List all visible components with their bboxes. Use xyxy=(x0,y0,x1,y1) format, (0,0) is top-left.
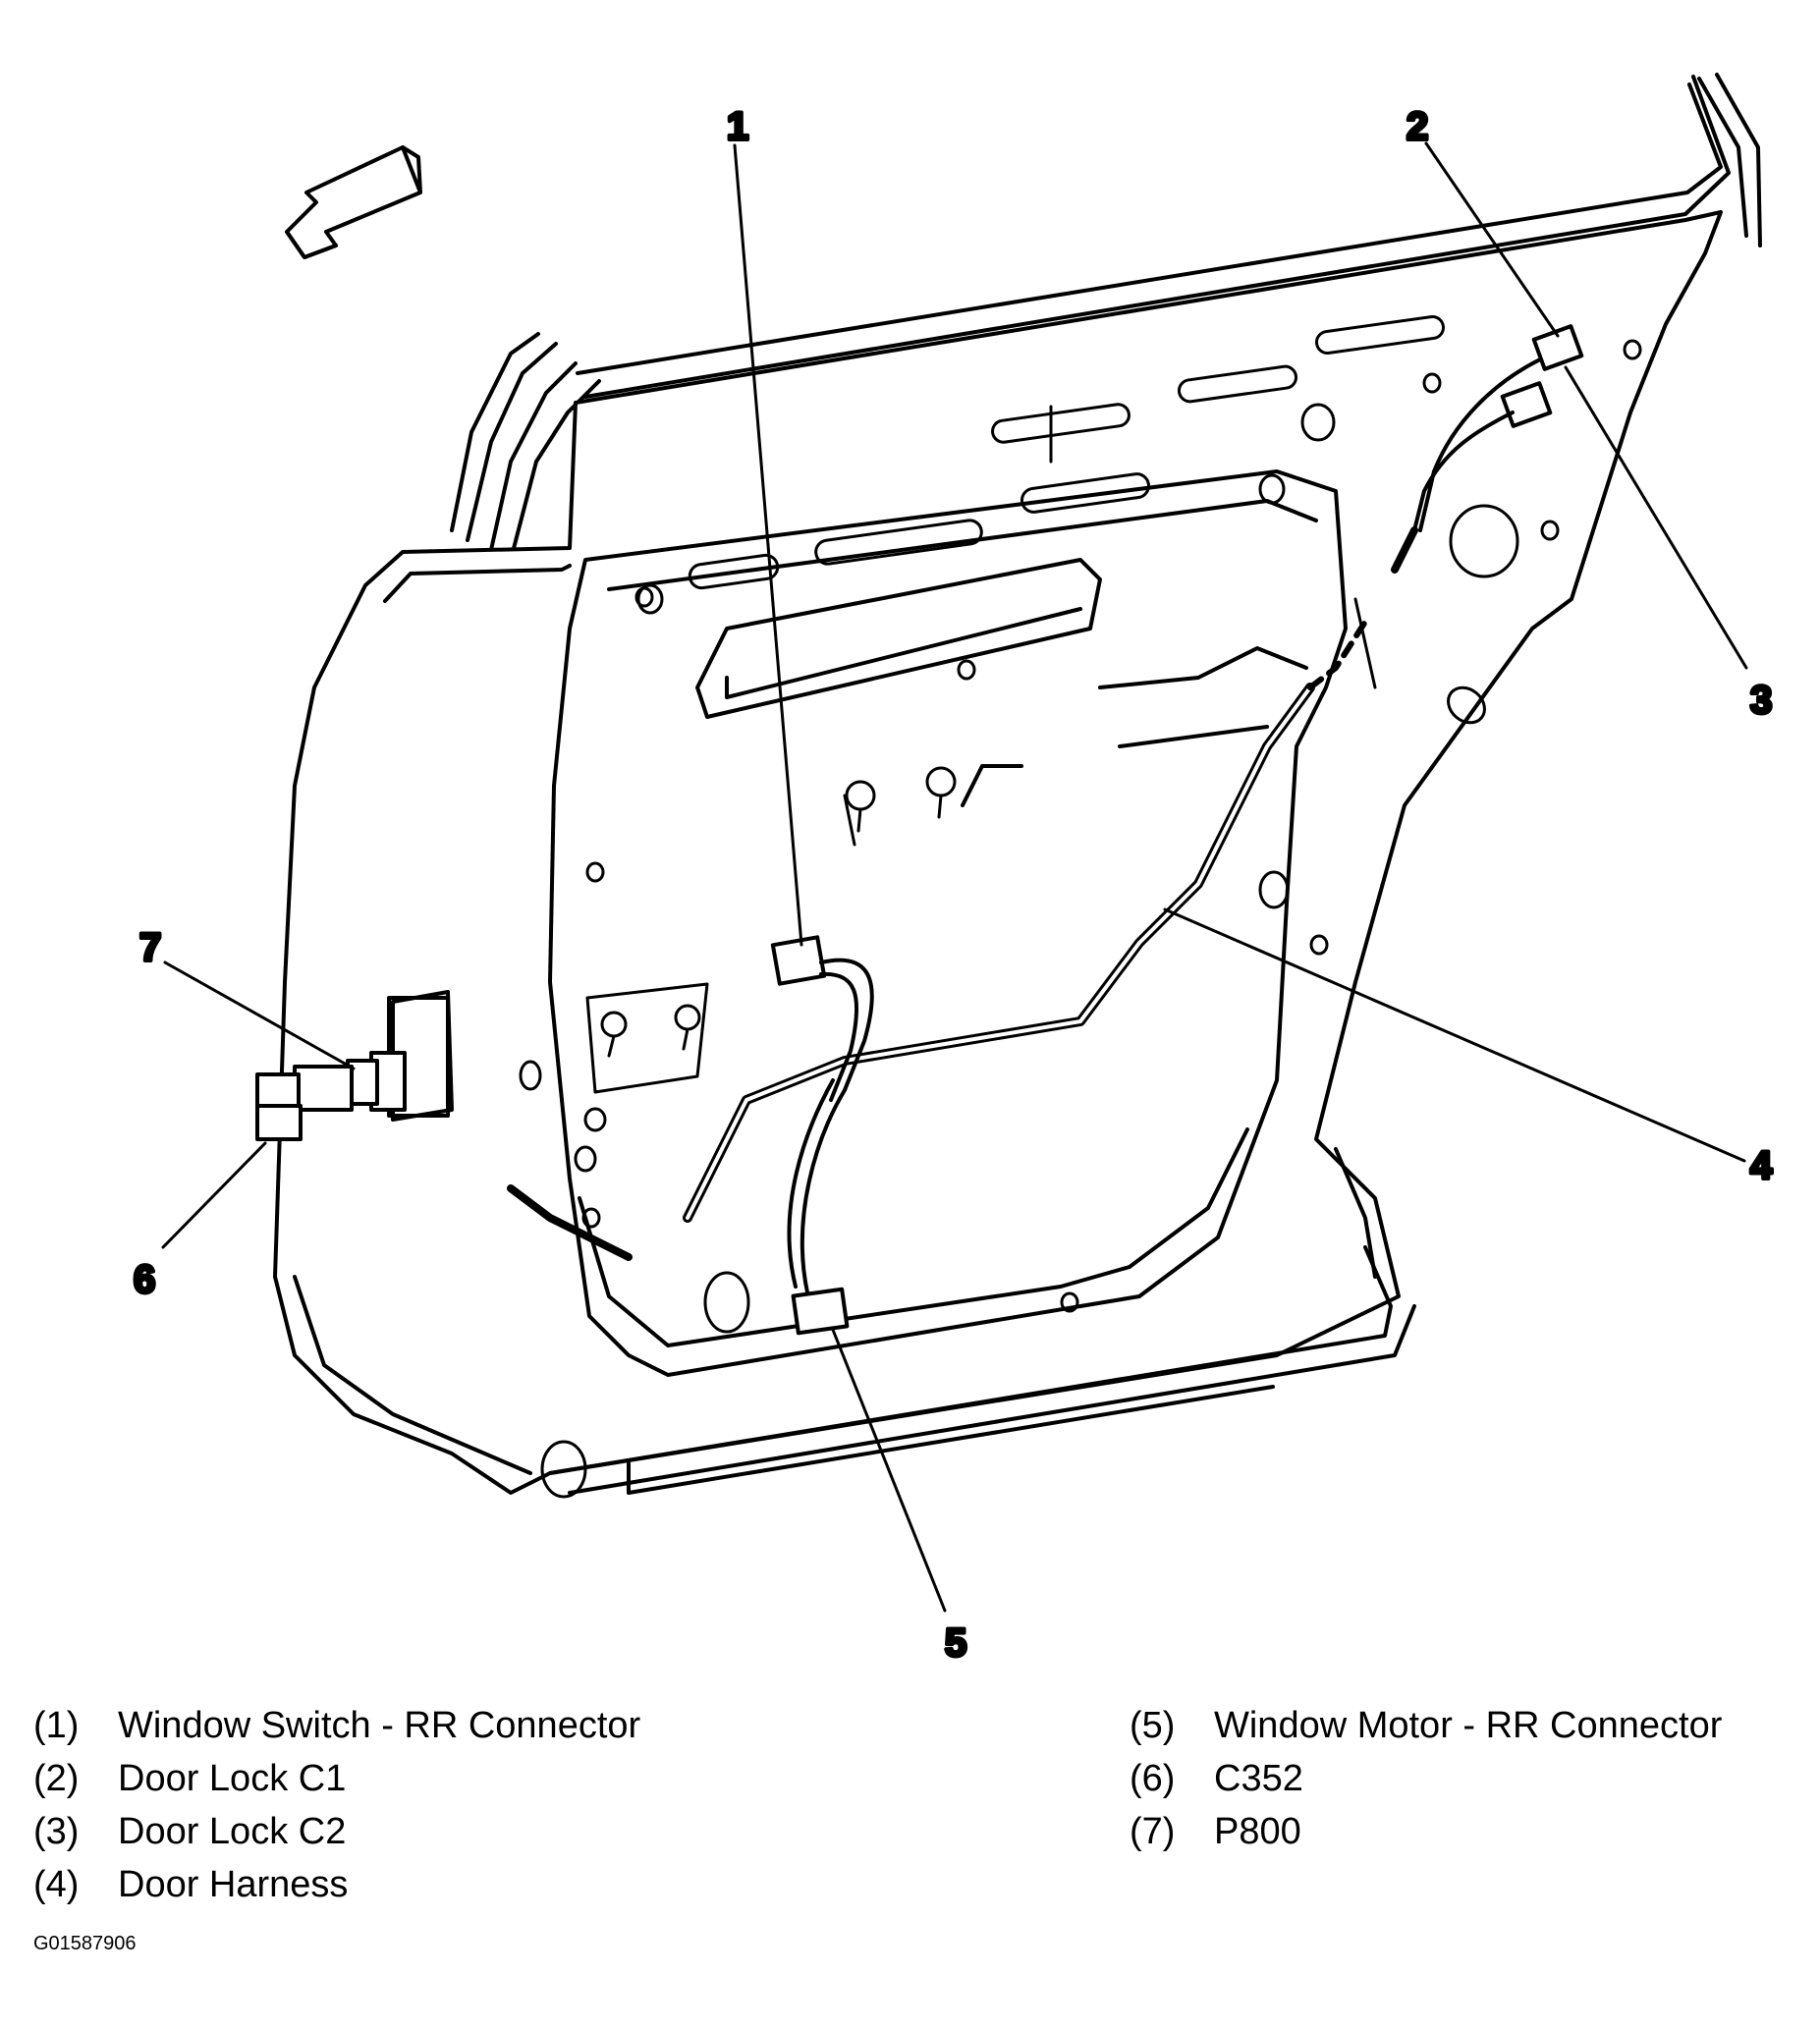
callout-2: 2 xyxy=(1406,105,1428,148)
legend-item-2: (2) Door Lock C1 xyxy=(33,1752,640,1805)
door-lock-connectors xyxy=(1391,324,1584,574)
legend-label: Window Motor - RR Connector xyxy=(1214,1705,1723,1746)
inner-panel xyxy=(548,469,1348,1377)
legend-number: (2) xyxy=(33,1758,80,1799)
callout-6: 6 xyxy=(134,1258,155,1301)
callout-3: 3 xyxy=(1750,679,1772,722)
legend-label: Door Lock C2 xyxy=(118,1811,347,1852)
legend-number: (3) xyxy=(33,1811,80,1852)
callout-4: 4 xyxy=(1750,1144,1773,1187)
legend-column-right: (5) Window Motor - RR Connector (6) C352 (… xyxy=(1130,1699,1722,1858)
legend-label: Window Switch - RR Connector xyxy=(118,1705,641,1746)
leader-line-2 xyxy=(1424,141,1560,338)
grommet-connector xyxy=(255,990,454,1141)
legend-item-4: (4) Door Harness xyxy=(33,1858,640,1911)
panel-holes xyxy=(519,314,1642,1499)
leader-line-4 xyxy=(1163,907,1746,1163)
legend-number: (1) xyxy=(33,1705,80,1746)
legend-label: Door Lock C1 xyxy=(118,1758,347,1799)
window-motor-connector xyxy=(787,1078,850,1336)
callout-7: 7 xyxy=(139,926,161,969)
legend-column-left: (1) Window Switch - RR Connector (2) Door … xyxy=(33,1699,640,1911)
leader-line-1 xyxy=(733,143,803,947)
legend-number: (6) xyxy=(1130,1758,1176,1799)
legend-item-6: (6) C352 xyxy=(1130,1752,1722,1805)
legend-number: (4) xyxy=(33,1864,80,1905)
window-frame xyxy=(450,73,1762,562)
leader-line-7 xyxy=(163,960,356,1070)
legend-label: C352 xyxy=(1214,1758,1303,1799)
leader-lines xyxy=(161,141,1748,1613)
legend-label: P800 xyxy=(1214,1811,1301,1852)
leader-line-5 xyxy=(831,1328,947,1613)
legend-item-1: (1) Window Switch - RR Connector xyxy=(33,1699,640,1752)
callout-1: 1 xyxy=(727,105,748,148)
legend-number: (5) xyxy=(1130,1705,1176,1746)
callout-5: 5 xyxy=(945,1621,966,1665)
keyhole-bosses xyxy=(585,766,957,1094)
leader-line-3 xyxy=(1564,365,1748,670)
legend-item-3: (3) Door Lock C2 xyxy=(33,1805,640,1858)
legend-item-5: (5) Window Motor - RR Connector xyxy=(1130,1699,1722,1752)
legend-label: Door Harness xyxy=(118,1864,349,1905)
door-harness xyxy=(507,616,1370,1261)
figure-id: G01587906 xyxy=(33,1933,137,1954)
window-switch-connector xyxy=(770,935,874,1102)
leader-line-6 xyxy=(161,1141,267,1249)
legend-number: (7) xyxy=(1130,1811,1176,1852)
front-direction-arrow-icon xyxy=(285,145,422,259)
legend-item-7: (7) P800 xyxy=(1130,1805,1722,1858)
door-panel xyxy=(273,210,1723,1495)
door-wiring-diagram: 1 2 3 4 5 6 7 xyxy=(132,73,1775,1667)
